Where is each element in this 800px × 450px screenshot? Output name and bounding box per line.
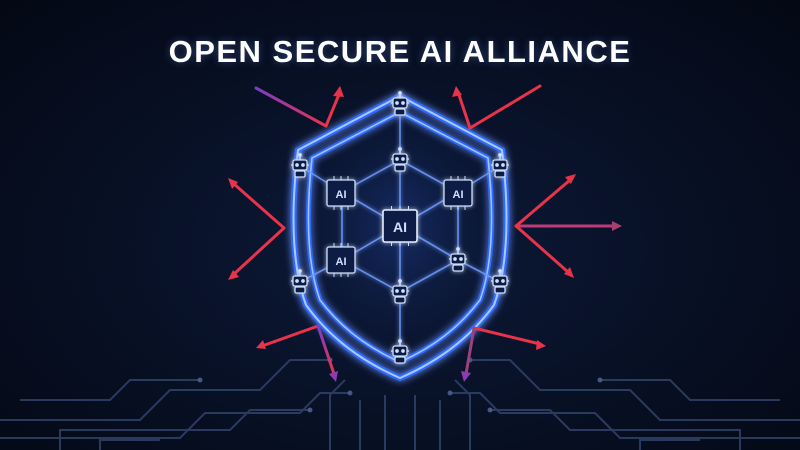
threat-arrows bbox=[178, 84, 622, 382]
page-title: OPEN SECURE AI ALLIANCE bbox=[168, 34, 632, 69]
threat-arrow-icon bbox=[256, 324, 338, 382]
threat-arrow-icon bbox=[514, 174, 622, 278]
chip-label: AI bbox=[336, 189, 347, 201]
threat-arrow-icon bbox=[178, 178, 286, 280]
robot-icon bbox=[449, 247, 467, 272]
circuit-board-traces bbox=[0, 359, 800, 450]
threat-arrow-icon bbox=[452, 84, 542, 130]
chip-pins bbox=[333, 176, 466, 277]
ai-chip-icon: AI bbox=[326, 179, 356, 207]
chip-label: AI bbox=[336, 256, 347, 268]
robot-icon bbox=[391, 91, 409, 116]
threat-arrow-icon bbox=[254, 86, 344, 128]
robot-group bbox=[291, 91, 509, 364]
robot-icon bbox=[391, 279, 409, 304]
robot-icon bbox=[391, 339, 409, 364]
robot-icon bbox=[491, 269, 509, 294]
ai-chip-icon: AI bbox=[326, 246, 356, 274]
robot-icon bbox=[491, 153, 509, 178]
robot-icon bbox=[291, 269, 309, 294]
ai-chip-icon: AI bbox=[443, 179, 473, 207]
robot-icon bbox=[291, 153, 309, 178]
robot-icon bbox=[391, 147, 409, 172]
chip-label: AI bbox=[393, 219, 407, 235]
threat-arrow-icon bbox=[461, 326, 546, 382]
ai-chip-icon: AI bbox=[382, 209, 418, 243]
chip-label: AI bbox=[453, 189, 464, 201]
